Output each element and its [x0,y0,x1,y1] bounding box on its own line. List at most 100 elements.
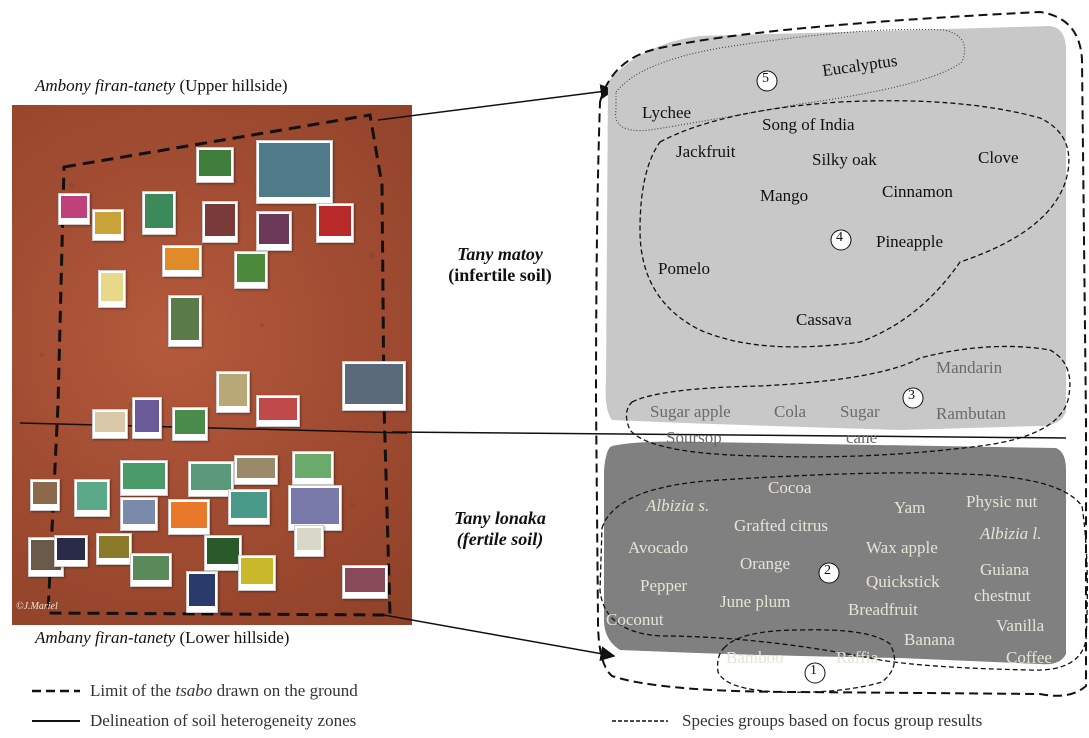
arrow-upper [377,84,616,121]
legend-soil-zones: Delineation of soil heterogeneity zones [90,711,357,730]
species-card [196,147,234,183]
species-bamboo: Bamboo [726,648,784,667]
species-card [292,451,334,485]
fertile-zone-subtitle-paren: ) [537,529,544,549]
species-lychee: Lychee [642,103,692,122]
group-1-number: 1 [810,663,817,678]
species-guiana-chestnut-line2: chestnut [974,586,1031,605]
fertile-zone-title: Tany lonaka [454,508,546,528]
group-3-outline [625,345,1071,458]
lower-hillside-english: (Lower hillside) [175,628,290,647]
species-card [256,211,292,251]
species-card [228,489,270,525]
tsabo-limit-photo [46,113,392,617]
species-card [294,525,324,557]
species-mango: Mango [760,186,809,205]
species-pineapple: Pineapple [876,232,944,251]
fertile-zone-subtitle-text: (fertile soil [456,529,538,549]
species-cocoa: Cocoa [768,478,812,497]
species-soursop: Soursop [666,428,722,447]
species-vanilla: Vanilla [996,616,1045,635]
lower-hillside-caption: Ambany firan-tanety (Lower hillside) [35,628,289,648]
group-4-marker [830,229,852,251]
arrow-lower [377,613,616,662]
species-card [202,201,238,243]
field-photo: ©J.Mariel [12,105,412,625]
species-physic-nut: Physic nut [966,492,1038,511]
species-pomelo: Pomelo [658,259,710,278]
species-albizia-l: Albizia l. [980,524,1042,543]
species-card [54,535,88,567]
species-card [168,499,210,535]
infertile-zone-subtitle: (infertile soil) [448,265,552,285]
species-card [142,191,176,235]
species-cinnamon: Cinnamon [882,182,953,201]
species-wax-apple: Wax apple [866,538,938,557]
species-card [288,485,342,531]
species-cola: Cola [774,402,807,421]
infertile-zone-label: Tany matoy (infertile soil) [400,244,600,286]
group-2-number: 2 [824,563,831,578]
species-card [130,553,172,587]
photo-credit: ©J.Mariel [16,601,58,612]
species-card [168,295,202,347]
species-coconut: Coconut [606,610,664,629]
species-card [234,251,268,289]
species-card [120,460,168,496]
species-clove: Clove [978,148,1019,167]
group-4-outline [639,100,1070,348]
species-albizia-s: Albizia s. [646,496,710,515]
species-card [58,193,90,225]
infertile-zone-area [605,26,1066,430]
group-2-marker [818,562,840,584]
species-card [98,270,126,308]
species-grafted-citrus: Grafted citrus [734,516,828,535]
fertile-zone-label: Tany lonaka (fertile soil) [400,508,600,550]
group-3-number: 3 [908,388,915,403]
species-breadfruit: Breadfruit [848,600,918,619]
species-card [186,571,218,613]
upper-hillside-caption: Ambony firan-tanety (Upper hillside) [35,76,288,96]
species-card [342,565,388,599]
species-silky-oak: Silky oak [812,150,877,169]
species-card [316,203,354,243]
legend-tsabo-suffix: drawn on the ground [212,681,358,700]
species-card [204,535,242,571]
species-avocado: Avocado [628,538,689,557]
species-card [96,533,132,565]
group-1-marker [804,662,826,684]
species-card [162,245,202,277]
upper-hillside-english: (Upper hillside) [175,76,288,95]
species-card [30,479,60,511]
tsabo-limit-schematic [594,10,1087,697]
lower-hillside-local-name: Ambany firan-tanety [35,628,176,647]
fertile-zone-subtitle: (fertile soil) [400,529,600,550]
species-pepper: Pepper [640,576,688,595]
species-card [92,209,124,241]
group-5-number: 5 [762,71,769,86]
species-sugar-apple: Sugar apple [650,402,731,421]
species-guiana-chestnut-line1: Guiana [980,560,1030,579]
group-2-outline [599,472,1088,671]
species-card [256,140,333,204]
species-card [256,395,300,427]
species-sugar-cane-line1: Sugar [840,402,880,421]
species-song-of-india: Song of India [762,115,855,134]
species-mandarin: Mandarin [936,358,1003,377]
soil-zone-connector [391,431,1067,439]
legend-tsabo-prefix: Limit of the [90,681,176,700]
species-quickstick: Quickstick [866,572,940,591]
legend-tsabo-word: tsabo [175,681,213,700]
species-card [188,461,234,497]
upper-hillside-local-name: Ambony firan-tanety [35,76,176,95]
species-card [172,407,208,441]
species-card [74,479,110,517]
species-cassava: Cassava [796,310,852,329]
species-coffee: Coffee [1006,648,1052,667]
species-orange: Orange [740,554,791,573]
species-card [216,371,250,413]
species-card [342,361,406,411]
species-rambutan: Rambutan [936,404,1006,423]
species-yam: Yam [894,498,926,517]
